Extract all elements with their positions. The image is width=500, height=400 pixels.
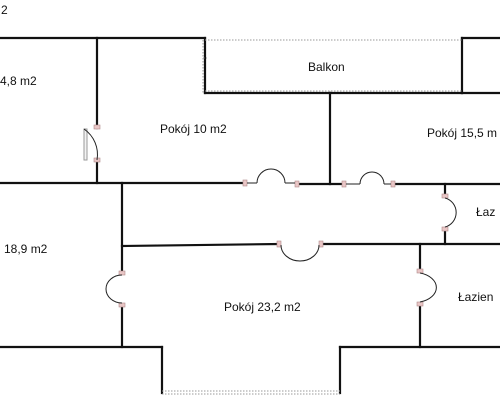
- door-jamb-icon: [294, 180, 300, 188]
- wall-h-corridor-a: [120, 242, 281, 248]
- door-swing-icon: [105, 274, 123, 304]
- door-jamb-icon: [93, 124, 101, 130]
- unit-fragment-label: 2: [1, 3, 8, 17]
- door-jamb-icon: [242, 179, 248, 187]
- door-leaf-icon: [83, 128, 88, 161]
- door-jamb-icon: [416, 301, 424, 307]
- doors: [83, 124, 457, 308]
- door-bathroom-upper: [441, 193, 457, 232]
- door-bathroom-lower: [416, 268, 437, 307]
- door-pokoj-10: [83, 124, 101, 163]
- room-label-top-left: 4,8 m2: [0, 74, 37, 88]
- door-swing-icon: [280, 244, 320, 262]
- room-label-left-189: 18,9 m2: [4, 242, 48, 256]
- window-glazing: [162, 39, 462, 395]
- door-swing-icon: [83, 128, 98, 161]
- room-label-lazienka-lower: Łazien: [458, 290, 494, 304]
- door-jamb-icon: [390, 180, 396, 188]
- door-jamb-icon: [416, 268, 424, 274]
- door-swing-icon: [419, 272, 437, 303]
- door-pokoj-232: [276, 240, 324, 262]
- door-jamb-icon: [118, 270, 126, 276]
- room-label-pokoj-10: Pokój 10 m2: [160, 122, 227, 136]
- door-jamb-icon: [118, 302, 126, 308]
- room-label-pokoj-232: Pokój 23,2 m2: [224, 300, 301, 314]
- door-jamb-icon: [341, 180, 347, 188]
- door-corridor-left: [242, 168, 300, 188]
- room-label-pokoj-15: Pokój 15,5 m: [427, 126, 498, 140]
- door-jamb-icon: [441, 193, 449, 199]
- door-left-room: [105, 270, 126, 308]
- door-jamb-icon: [318, 240, 324, 248]
- door-corridor-right: [341, 171, 396, 188]
- door-jamb-icon: [276, 240, 282, 248]
- door-swing-icon: [359, 171, 385, 185]
- walls: [0, 36, 500, 395]
- door-swing-icon: [444, 197, 457, 228]
- room-label-lazienka-upper: Łaz: [476, 205, 496, 219]
- door-jamb-icon: [441, 226, 449, 232]
- door-swing-icon: [256, 168, 286, 184]
- room-label-balkon: Balkon: [308, 60, 345, 74]
